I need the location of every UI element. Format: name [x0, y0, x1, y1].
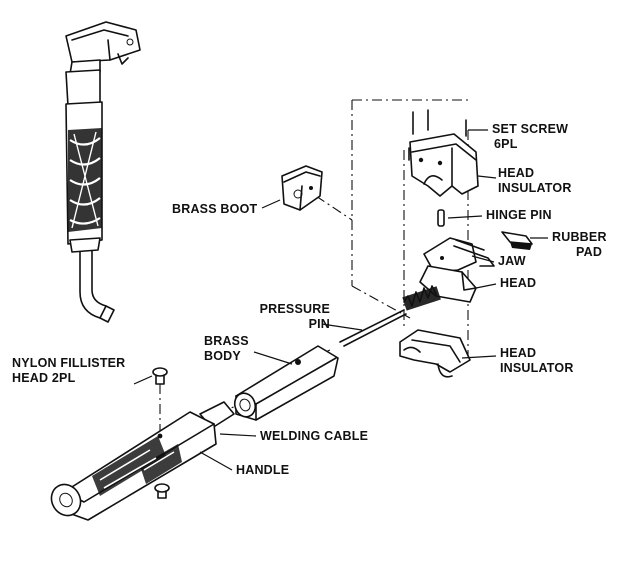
- label-pressure-pin-line1: PRESSURE: [259, 302, 330, 316]
- head-insulator-bottom: [399, 329, 471, 378]
- label-head-insulator-bottom-line1: HEAD: [500, 346, 537, 360]
- label-head-insulator-top-line1: HEAD: [498, 166, 535, 180]
- brass-body: [233, 345, 339, 421]
- label-set-screw-line2: 6PL: [494, 137, 518, 151]
- label-jaw: JAW: [498, 254, 526, 268]
- label-rubber-pad-line1: RUBBER: [552, 230, 607, 244]
- label-welding-cable: WELDING CABLE: [260, 429, 369, 443]
- assembled-holder: [65, 21, 141, 323]
- handle: [50, 411, 217, 521]
- pressure-pin: [339, 309, 407, 347]
- rubber-pad: [501, 231, 533, 250]
- label-head-insulator-top-line2: INSULATOR: [498, 181, 572, 195]
- hinge-pin: [437, 209, 445, 227]
- label-nylon-fillister-line2: HEAD 2PL: [12, 371, 76, 385]
- label-brass-body-line2: BODY: [204, 349, 241, 363]
- head-insulator-top: [409, 133, 479, 197]
- label-head: HEAD: [500, 276, 537, 290]
- brass-boot: [281, 165, 323, 211]
- label-handle: HANDLE: [236, 463, 290, 477]
- label-head-insulator-bottom-line2: INSULATOR: [500, 361, 574, 375]
- label-hinge-pin: HINGE PIN: [486, 208, 552, 222]
- label-brass-body-line1: BRASS: [204, 334, 249, 348]
- label-pressure-pin-line2: PIN: [308, 317, 330, 331]
- label-set-screw-line1: SET SCREW: [492, 122, 569, 136]
- head: [402, 265, 477, 311]
- label-nylon-fillister-line1: NYLON FILLISTER: [12, 356, 126, 370]
- label-brass-boot: BRASS BOOT: [172, 202, 258, 216]
- nylon-fillister-screws: [152, 367, 170, 499]
- leader-lines: [133, 129, 548, 471]
- label-rubber-pad-line2: PAD: [576, 245, 603, 259]
